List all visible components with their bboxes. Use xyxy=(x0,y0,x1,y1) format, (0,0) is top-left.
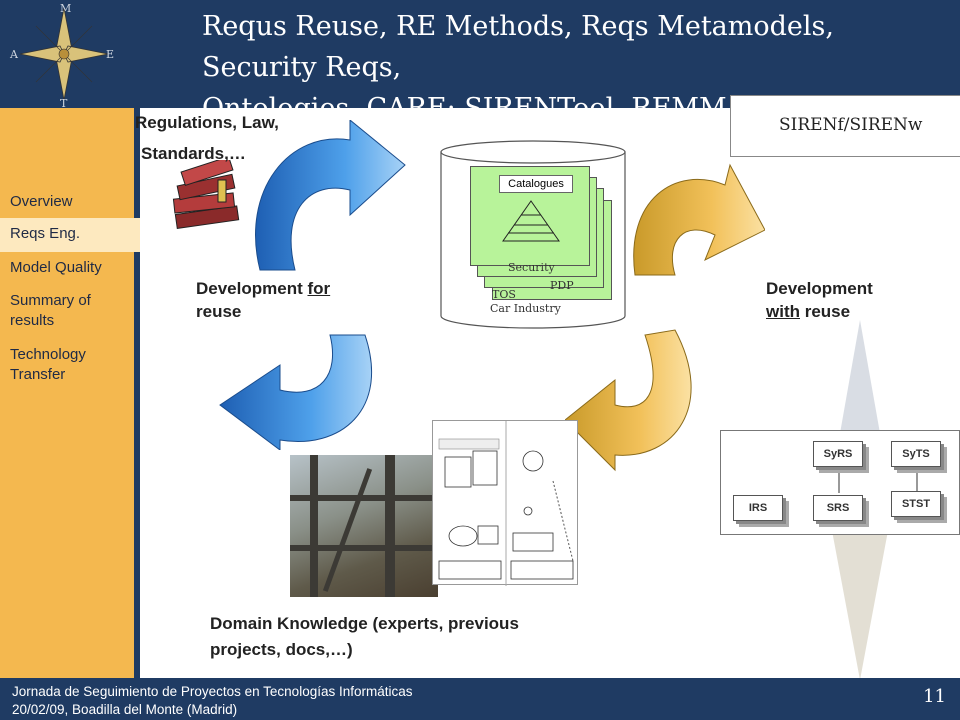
catalogue-layer-car-industry: Car Industry xyxy=(490,302,561,315)
reuse-cycle-gold-arrows xyxy=(565,163,765,472)
footer-bar: Jornada de Seguimiento de Proyectos en T… xyxy=(0,678,960,720)
header-bar: M A E T Requs Reuse, RE Methods, Reqs Me… xyxy=(0,0,960,124)
development-with-reuse-label: Development with reuse xyxy=(766,279,873,321)
sidebar-item-overview[interactable]: Overview xyxy=(10,193,73,210)
domain-model-diagram xyxy=(432,420,578,586)
doc-syts: SyTS xyxy=(891,441,941,467)
books-icon xyxy=(172,160,240,229)
catalogues-header: Catalogues xyxy=(499,175,573,193)
requirements-documents-panel: SyRS SyTS IRS SRS STST xyxy=(720,430,960,535)
doc-syrs: SyRS xyxy=(813,441,863,467)
catalogue-layer-security: Security xyxy=(508,261,555,274)
sidebar: Overview Reqs Eng. Model Quality Summary… xyxy=(0,108,140,678)
page-number: 11 xyxy=(923,686,946,707)
pyramid-icon xyxy=(502,200,560,242)
svg-text:A: A xyxy=(9,48,19,61)
svg-text:T: T xyxy=(60,97,68,108)
catalogue-layer-pdp: PDP xyxy=(550,279,574,292)
siren-method-box: SIRENf/SIRENw xyxy=(730,95,960,157)
sidebar-item-summary-of-results[interactable]: Summary of results xyxy=(10,292,91,329)
footer-date-location-line: 20/02/09, Boadilla del Monte (Madrid) xyxy=(12,702,238,717)
domain-knowledge-label: Domain Knowledge (experts, previous proj… xyxy=(210,614,519,659)
svg-text:E: E xyxy=(106,48,114,61)
sidebar-item-model-quality[interactable]: Model Quality xyxy=(10,259,102,276)
reuse-cycle-blue-arrows xyxy=(219,120,406,450)
compass-rose-icon: M A E T xyxy=(9,2,114,108)
repository-cylinder: Catalogues Security PDP TOS Car Industry xyxy=(440,140,626,330)
catalogue-layer-tos: TOS xyxy=(492,288,516,301)
doc-stst: STST xyxy=(891,491,941,517)
slide-title-line1: Requs Reuse, RE Methods, Reqs Metamodels… xyxy=(202,11,834,83)
siren-label: SIRENf/SIRENw xyxy=(779,115,923,135)
doc-srs: SRS xyxy=(813,495,863,521)
regulations-label: Regulations, Law, Standards,… xyxy=(135,113,279,163)
industrial-structure-photo xyxy=(290,455,438,597)
sidebar-item-reqs-eng[interactable]: Reqs Eng. xyxy=(0,218,140,252)
footer-event-line: Jornada de Seguimiento de Proyectos en T… xyxy=(12,684,413,699)
svg-text:M: M xyxy=(60,2,71,15)
doc-irs: IRS xyxy=(733,495,783,521)
development-for-reuse-label: Development for reuse xyxy=(196,279,331,321)
catalogue-card-security: Catalogues xyxy=(470,166,590,266)
sidebar-item-technology-transfer[interactable]: Technology Transfer xyxy=(10,346,86,383)
